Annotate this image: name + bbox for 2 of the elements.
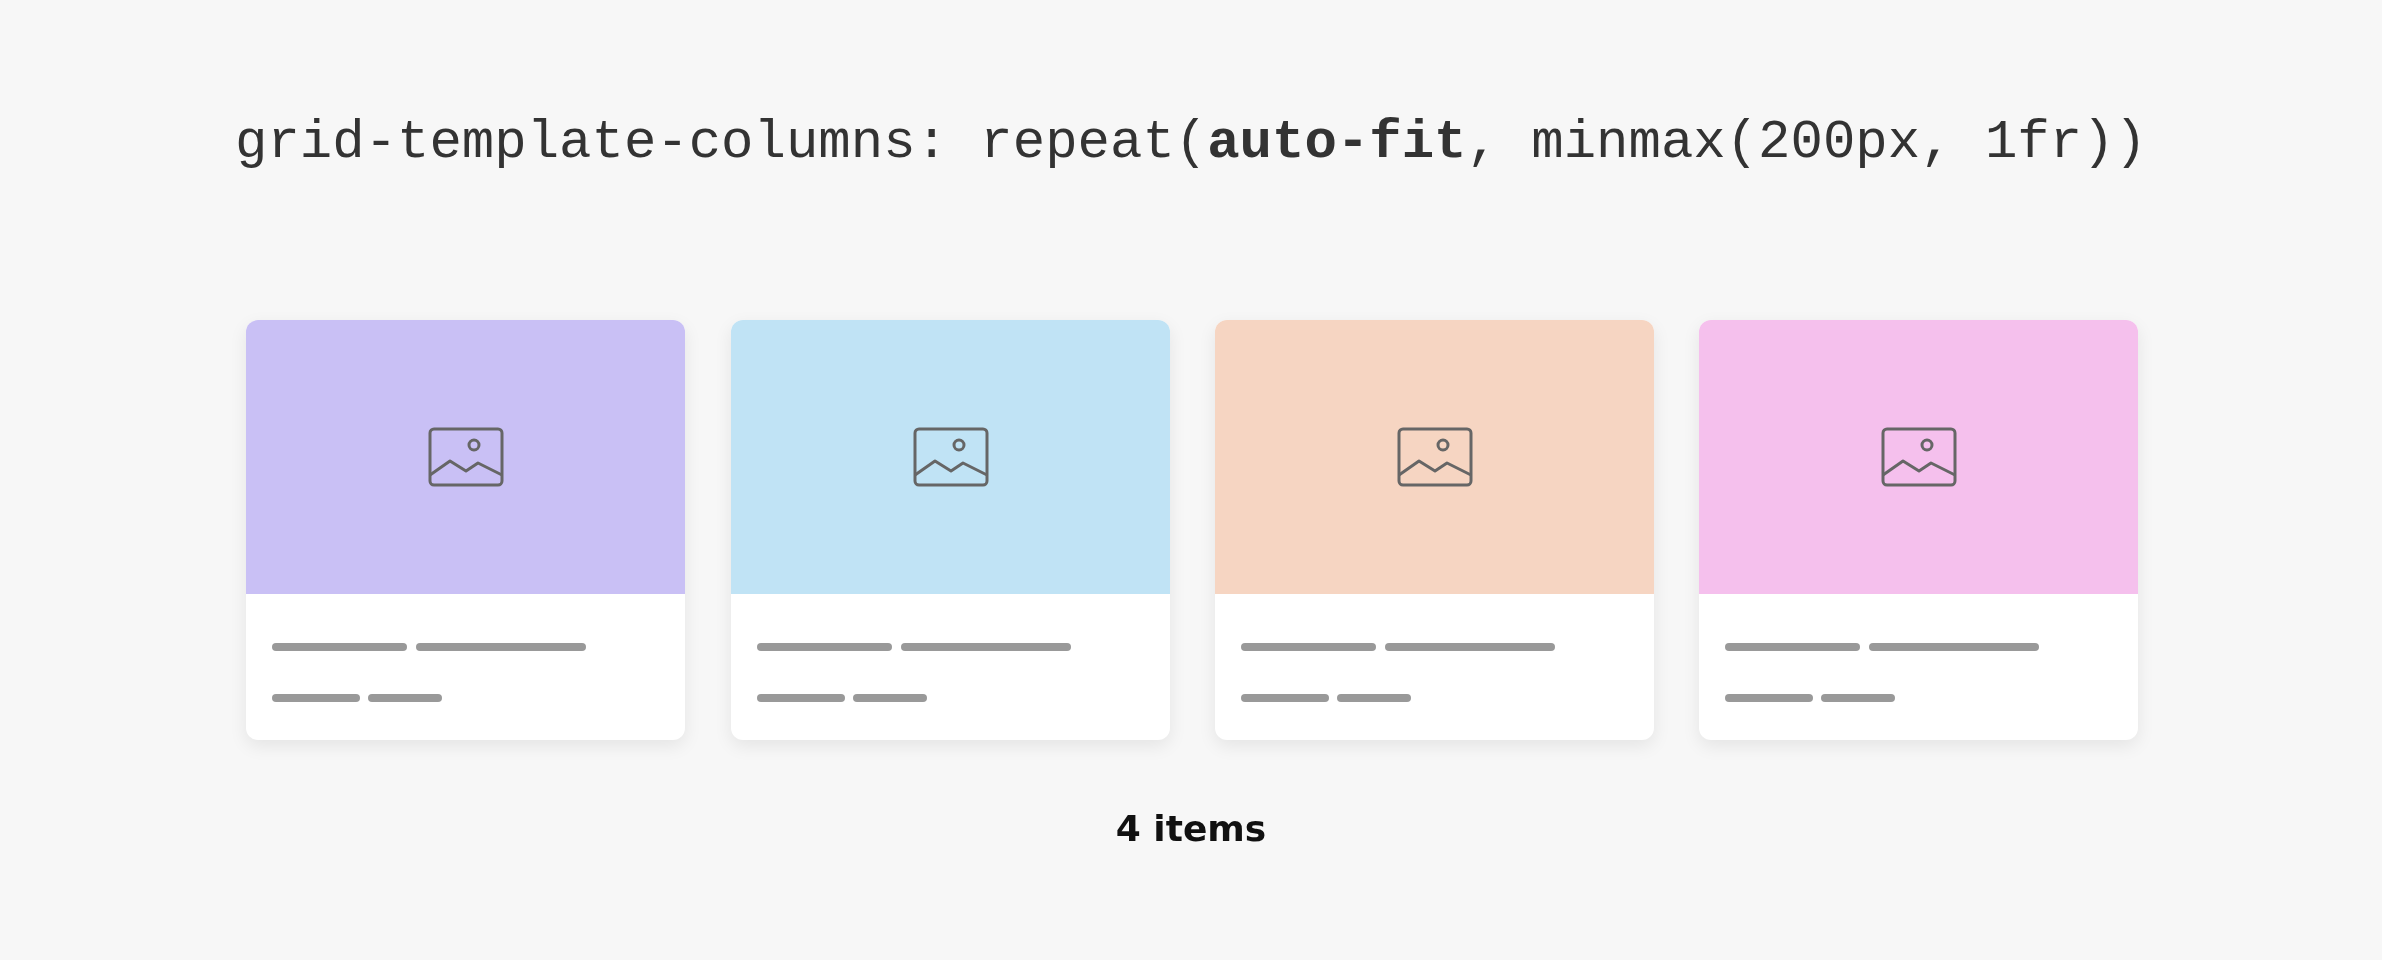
code-heading: grid-template-columns: repeat(auto-fit, minmax(200px, 1fr)) [234,112,2148,173]
caption-text: 4 items [1115,808,1267,849]
